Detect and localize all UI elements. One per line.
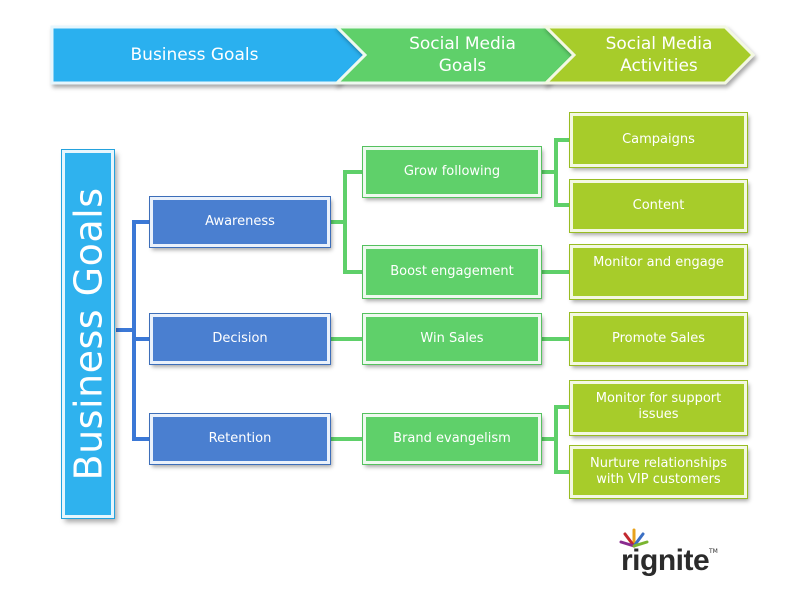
activity-content: Content: [569, 179, 748, 233]
logo-trademark: TM: [709, 548, 718, 555]
connector-awareness: [328, 170, 367, 274]
connector-grow-following: [540, 138, 574, 207]
activity-nurture-vip: Nurture relationships with VIP customers: [569, 445, 748, 499]
goal-retention: Retention: [149, 413, 331, 465]
connector-brand-evangelism: [540, 405, 574, 474]
header-chevron-band: [50, 25, 756, 85]
goal-decision: Decision: [149, 313, 331, 365]
social-goal-win-sales: Win Sales: [362, 313, 542, 365]
logo-burst-icon: [619, 528, 649, 548]
social-goal-brand-evangelism: Brand evangelism: [362, 413, 542, 465]
activity-monitor-support-issues: Monitor for support issues: [569, 380, 748, 436]
logo-wordmark: rignite: [621, 544, 710, 577]
vertical-title-text: Business Goals: [66, 187, 111, 481]
connector-title-to-goals: [116, 220, 154, 441]
social-goal-grow-following: Grow following: [362, 146, 542, 198]
activity-monitor-and-engage: Monitor and engage: [569, 244, 748, 300]
chevron-social-media-activities: [542, 25, 756, 85]
rignite-logo: rignite TM: [617, 526, 727, 577]
header-step-business-goals: Business Goals: [130, 45, 259, 65]
header-step-social-media-goals: Social Media Goals: [409, 34, 516, 76]
business-goals-vertical-title: Business Goals: [61, 149, 115, 519]
activity-campaigns: Campaigns: [569, 112, 748, 168]
activity-promote-sales: Promote Sales: [569, 312, 748, 366]
header-step-social-media-activities: Social Media Activities: [605, 34, 713, 76]
goal-awareness: Awareness: [149, 196, 331, 248]
social-goal-boost-engagement: Boost engagement: [362, 245, 542, 299]
